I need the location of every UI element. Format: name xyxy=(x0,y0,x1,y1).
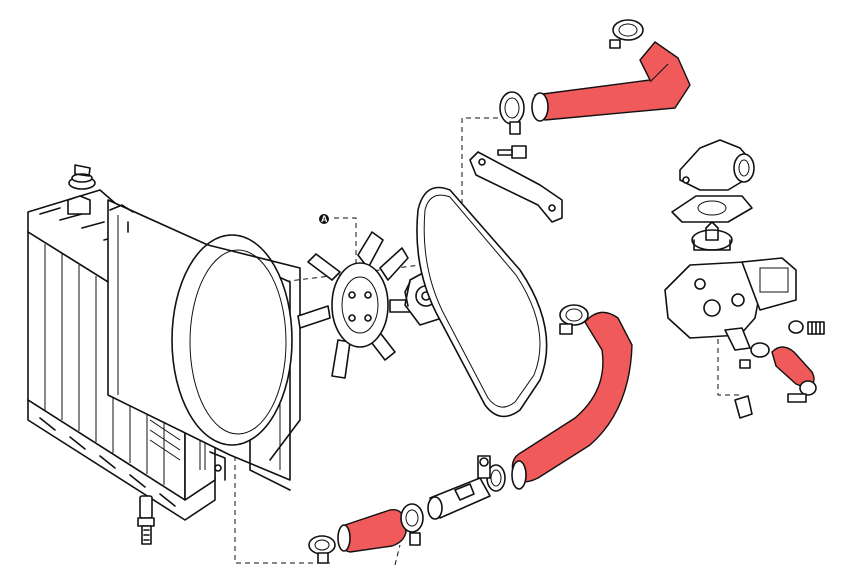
reference-marker-label: A xyxy=(321,214,328,224)
upper-radiator-hose-icon xyxy=(531,41,691,122)
hose-clamp-icon xyxy=(734,380,817,419)
fan-shroud-icon xyxy=(107,199,301,491)
thermostat-housing-icon xyxy=(664,257,797,351)
hose-clamp-icon xyxy=(739,320,825,369)
water-pipe-icon xyxy=(427,455,491,520)
thermostat-icon xyxy=(671,195,753,251)
hose-clamp-icon xyxy=(499,19,644,135)
hose-clamp-icon xyxy=(486,304,589,492)
hose-clamp-icon xyxy=(308,503,424,564)
reference-marker-icon xyxy=(319,214,329,224)
drain-cock-icon xyxy=(137,495,155,545)
drive-belt-icon xyxy=(416,186,548,418)
short-coolant-hose-icon xyxy=(337,509,407,553)
belt-bracket-icon xyxy=(469,151,563,223)
fan-blade-icon: A xyxy=(297,214,416,379)
radiator-cap-icon xyxy=(68,164,96,190)
water-outlet-icon xyxy=(679,139,755,191)
bolt-icon xyxy=(497,145,527,159)
lower-radiator-hose-icon xyxy=(511,311,633,490)
